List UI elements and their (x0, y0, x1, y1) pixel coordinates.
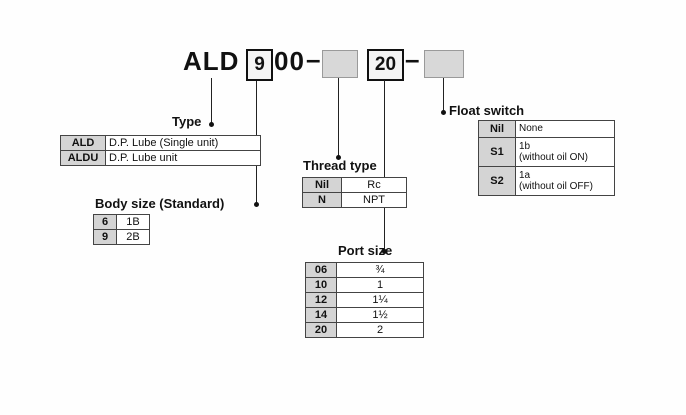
thread-type-code: N (302, 192, 342, 208)
table-row: Nil Rc (302, 177, 407, 193)
table-row: S2 1a (without oil OFF) (478, 166, 615, 196)
code-float-switch-blank-box (424, 50, 464, 78)
port-size-desc: 1 (336, 277, 424, 293)
table-row: ALDU D.P. Lube unit (60, 150, 261, 166)
code-prefix: ALD (183, 46, 240, 76)
type-section-label: Type (172, 114, 202, 129)
body-size-code: 6 (93, 214, 117, 230)
leader-dot-thread-type (336, 155, 341, 160)
table-row: 9 2B (93, 229, 150, 245)
type-code: ALD (60, 135, 106, 151)
type-table: ALD D.P. Lube (Single unit) ALDU D.P. Lu… (60, 135, 261, 166)
port-size-code: 14 (305, 307, 337, 323)
float-switch-code: S1 (478, 137, 516, 167)
float-switch-desc: 1a (without oil OFF) (515, 166, 615, 196)
code-port-size-box: 20 (367, 49, 404, 81)
body-size-section-label: Body size (Standard) (95, 196, 225, 211)
port-size-desc: 1½ (336, 307, 424, 323)
leader-dot-float-switch (441, 110, 446, 115)
port-size-desc: ¾ (336, 262, 424, 278)
table-row: 6 1B (93, 214, 150, 230)
table-row: N NPT (302, 192, 407, 208)
leader-line-float-switch (443, 78, 444, 112)
table-row: Nil None (478, 120, 615, 138)
table-row: S1 1b (without oil ON) (478, 137, 615, 167)
leader-line-port-size (384, 80, 385, 252)
table-row: 06 ¾ (305, 262, 424, 278)
code-body-size-digit: 9 (254, 54, 265, 75)
code-dash-2: – (405, 44, 421, 74)
leader-dot-body-size (254, 202, 259, 207)
port-size-desc: 1¼ (336, 292, 424, 308)
leader-dot-type (209, 122, 214, 127)
float-switch-table: Nil None S1 1b (without oil ON) S2 1a (w… (478, 120, 615, 196)
thread-type-table: Nil Rc N NPT (302, 177, 407, 208)
table-row: 14 1½ (305, 307, 424, 323)
code-series: 00 (274, 46, 305, 76)
body-size-table: 6 1B 9 2B (93, 214, 150, 245)
table-row: 10 1 (305, 277, 424, 293)
code-dash-1: – (306, 44, 322, 74)
table-row: 20 2 (305, 322, 424, 338)
thread-type-section-label: Thread type (303, 158, 377, 173)
float-switch-code: Nil (478, 120, 516, 138)
table-row: ALD D.P. Lube (Single unit) (60, 135, 261, 151)
body-size-code: 9 (93, 229, 117, 245)
float-switch-desc: 1b (without oil ON) (515, 137, 615, 167)
port-size-code: 12 (305, 292, 337, 308)
type-desc: D.P. Lube (Single unit) (105, 135, 261, 151)
port-size-table: 06 ¾ 10 1 12 1¼ 14 1½ 20 2 (305, 262, 424, 338)
float-switch-desc: None (515, 120, 615, 138)
thread-type-code: Nil (302, 177, 342, 193)
port-size-code: 06 (305, 262, 337, 278)
thread-type-desc: Rc (341, 177, 407, 193)
code-port-size-value: 20 (374, 54, 397, 75)
port-size-section-label: Port size (338, 243, 393, 258)
body-size-desc: 1B (116, 214, 150, 230)
type-desc: D.P. Lube unit (105, 150, 261, 166)
leader-line-thread-type (338, 78, 339, 158)
code-thread-type-blank-box (322, 50, 358, 78)
float-switch-section-label: Float switch (449, 103, 525, 118)
port-size-desc: 2 (336, 322, 424, 338)
body-size-desc: 2B (116, 229, 150, 245)
port-size-code: 20 (305, 322, 337, 338)
code-body-size-box: 9 (246, 49, 273, 81)
leader-line-type (211, 78, 212, 125)
port-size-code: 10 (305, 277, 337, 293)
float-switch-code: S2 (478, 166, 516, 196)
table-row: 12 1¼ (305, 292, 424, 308)
thread-type-desc: NPT (341, 192, 407, 208)
type-code: ALDU (60, 150, 106, 166)
leader-dot-port-size (382, 249, 387, 254)
